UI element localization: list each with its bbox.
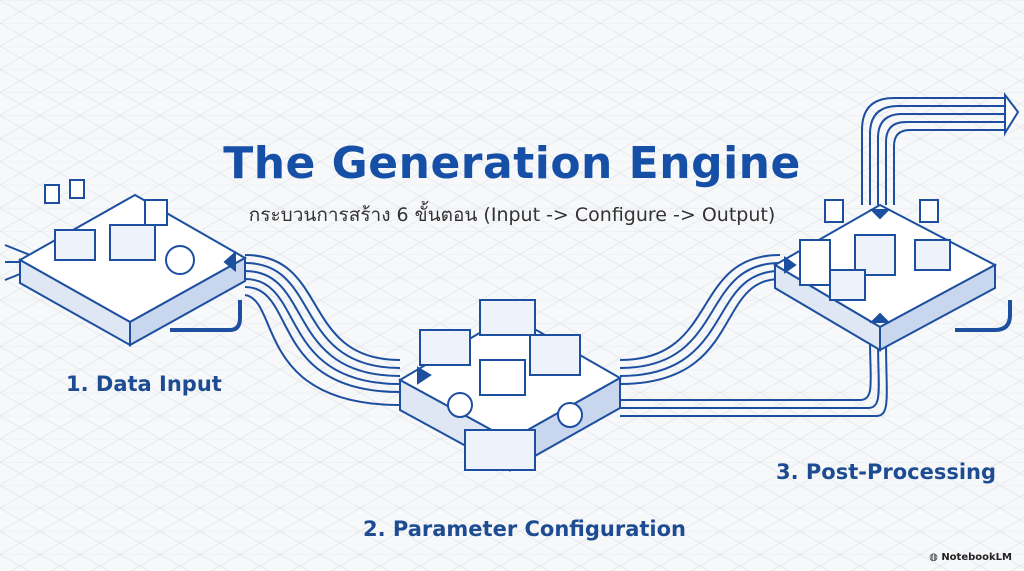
pipe-bundle-config-to-post (619, 254, 888, 417)
output-pipe (861, 97, 1005, 205)
page-subtitle: กระบวนการสร้าง 6 ขั้นตอน (Input -> Confi… (248, 204, 776, 226)
parameter-configuration-platform (397, 299, 623, 472)
brand-name: NotebookLM (941, 552, 1012, 563)
pipe-bundle-input-to-config (244, 254, 401, 406)
stage-label-parameter-configuration: 2. Parameter Configuration (363, 517, 686, 541)
output-arrow-icon (1004, 92, 1020, 137)
page-title: The Generation Engine (223, 138, 801, 189)
post-processing-platform (773, 199, 1012, 352)
data-input-platform (17, 179, 248, 347)
stage-label-data-input: 1. Data Input (66, 372, 222, 396)
stage-label-post-processing: 3. Post-Processing (776, 460, 997, 484)
brand-watermark: ◍ NotebookLM (929, 552, 1012, 563)
notebooklm-logo-icon: ◍ (929, 552, 942, 563)
